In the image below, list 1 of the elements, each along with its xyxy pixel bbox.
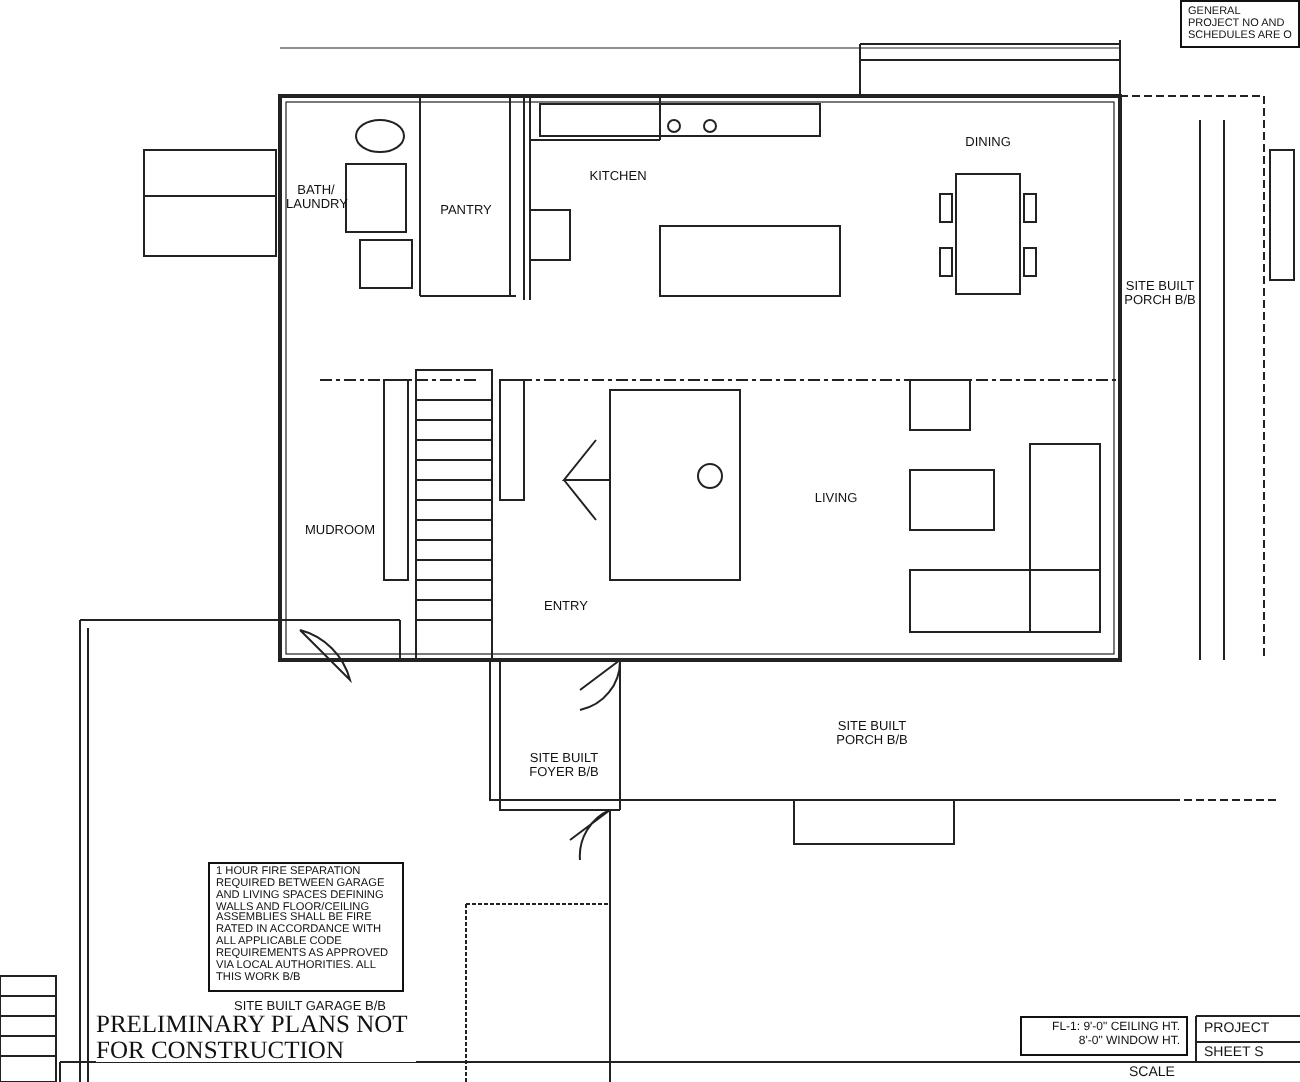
preliminary-stamp: PRELIMINARY PLANS NOT FOR CONSTRUCTION bbox=[96, 1012, 416, 1062]
